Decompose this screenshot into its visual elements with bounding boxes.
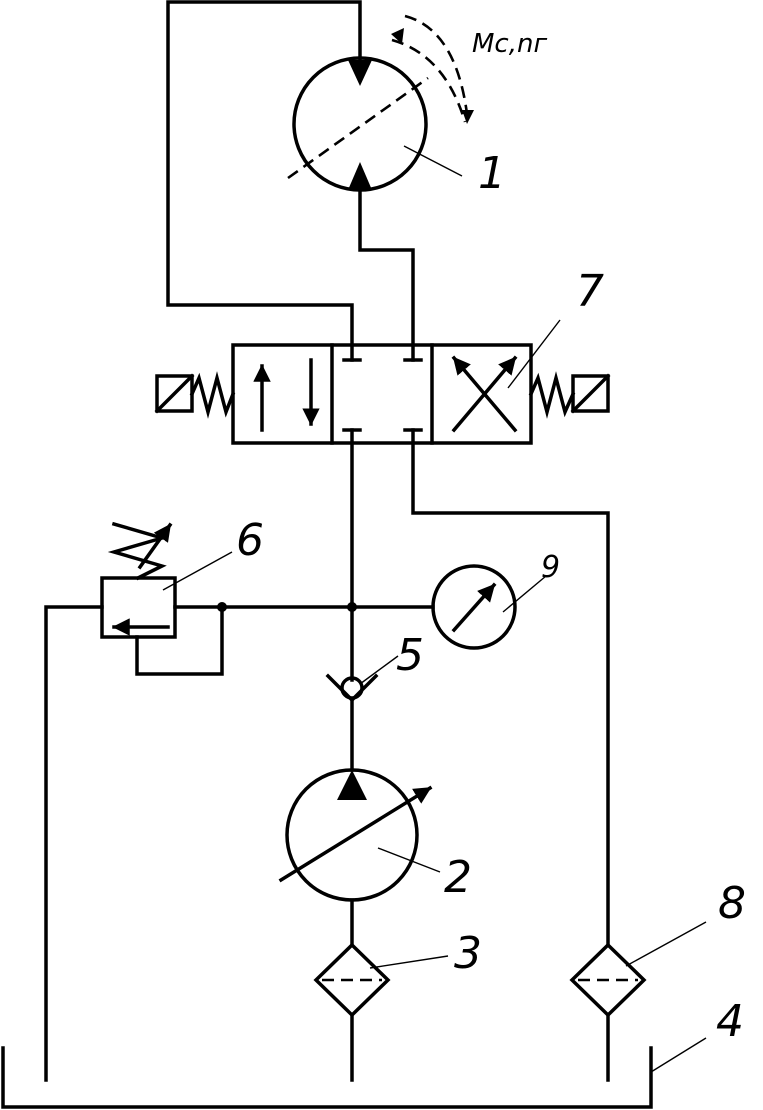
relief-valve	[100, 521, 177, 639]
junction-dot	[347, 602, 357, 612]
return-filter	[569, 942, 647, 1018]
rotation-arrow	[391, 14, 474, 124]
label-motor: 1	[478, 148, 506, 199]
junction-dot	[217, 602, 227, 612]
leader-suction-filter	[369, 955, 449, 969]
relief-pilot-line	[135, 605, 224, 676]
label-directional-valve: 7	[576, 266, 604, 317]
hydraulic-motor	[287, 56, 429, 192]
directional-valve	[231, 343, 533, 445]
label-pump: 2	[444, 852, 472, 903]
leader-pressure-gauge	[502, 575, 547, 613]
hydraulic-pump	[278, 768, 433, 902]
label-motor-load: Mc,nг	[472, 29, 547, 59]
leader-motor	[403, 145, 463, 177]
label-relief-valve: 6	[236, 515, 264, 566]
label-check-valve: 5	[396, 630, 424, 681]
label-return-filter: 8	[718, 878, 746, 929]
line-motor-port-a	[166, 0, 362, 362]
label-tank: 4	[716, 996, 744, 1047]
leader-pump	[377, 847, 441, 873]
relief-drain-line	[44, 605, 104, 1082]
label-pressure-gauge: 9	[541, 550, 560, 585]
leader-check-valve	[359, 655, 399, 685]
leader-relief-valve	[162, 551, 233, 591]
solenoid-left	[154, 371, 236, 419]
leader-tank	[650, 1037, 707, 1073]
leader-return-filter	[625, 921, 707, 967]
leader-directional-valve	[507, 319, 561, 389]
pressure-gauge	[431, 564, 517, 650]
check-valve	[325, 673, 379, 703]
solenoid-right	[528, 371, 611, 419]
tank	[1, 1046, 653, 1109]
line-motor-port-b	[358, 188, 415, 362]
suction-filter	[313, 942, 391, 1018]
return-line	[411, 428, 610, 947]
label-suction-filter: 3	[454, 928, 482, 979]
